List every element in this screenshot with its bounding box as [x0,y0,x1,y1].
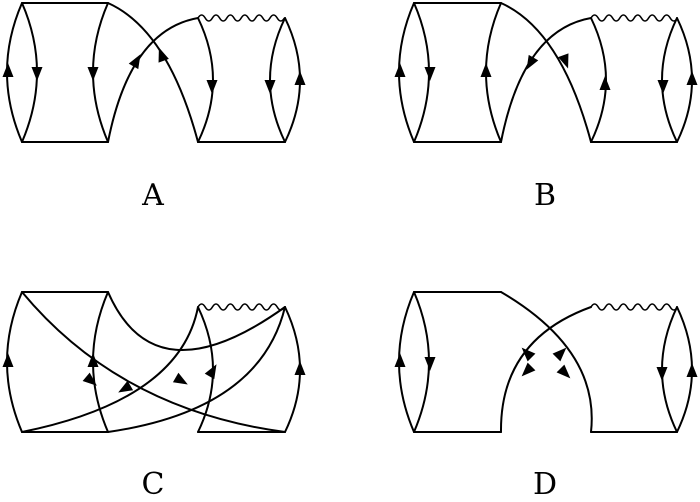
panel-d [394,291,698,433]
panel-c-arrow-5 [172,372,191,390]
panel-b-label: B [534,178,556,213]
panel-b-arrow-6 [599,76,611,90]
panel-c-label: C [142,467,165,502]
panel-a-arrow-6 [206,80,218,94]
panel-d-arrow-1 [394,353,406,367]
panel-b-arrow-1 [394,63,406,77]
panel-c-cross-line-3 [21,306,199,433]
panel-a-arrow-8 [294,71,306,85]
panel-a-cross-line-down [107,2,199,143]
panel-a-arrow-3 [87,67,99,81]
panel-b-arrow-7 [657,80,669,94]
panel-d-arrow-2 [424,357,436,371]
panel-b-arrow-8 [686,71,698,85]
panel-c-arrow-3 [82,372,101,390]
panel-b [394,2,698,143]
panel-d-arrow-6 [556,364,575,383]
panel-d-arrow-5 [517,362,536,381]
panel-d-arrow-4 [552,343,571,362]
panel-d-label: D [533,467,557,502]
panel-a-label: A [141,178,164,213]
panel-b-cross-line-up [500,17,592,143]
panel-b-cross-line-down [500,2,592,143]
panel-c-arrow-7 [294,361,306,375]
panel-c-photon-line [197,303,286,311]
panel-c-arrow-1 [2,353,14,367]
panel-b-arrow-2 [424,67,436,81]
panel-d-arrow-7 [656,367,668,381]
panel-a-arrow-2 [31,67,43,81]
panel-c [2,291,306,433]
panel-a-arrow-1 [2,63,14,77]
panel-b-photon-line [590,14,679,22]
panel-c-cross-line-1 [21,291,286,433]
panel-a-cross-line-up [107,17,199,143]
panel-a-arrow-7 [264,80,276,94]
panel-b-arrow-3 [480,63,492,77]
panel-c-cross-line-2 [107,291,286,351]
panel-d-arrow-8 [686,363,698,377]
panel-d-cross-line-up [499,306,592,433]
panel-a [2,2,306,143]
panel-a-photon-line [197,14,286,22]
panel-c-cross-line-4 [107,306,286,433]
panel-d-cross-line-down [500,291,593,433]
panel-d-photon-line [590,303,679,311]
